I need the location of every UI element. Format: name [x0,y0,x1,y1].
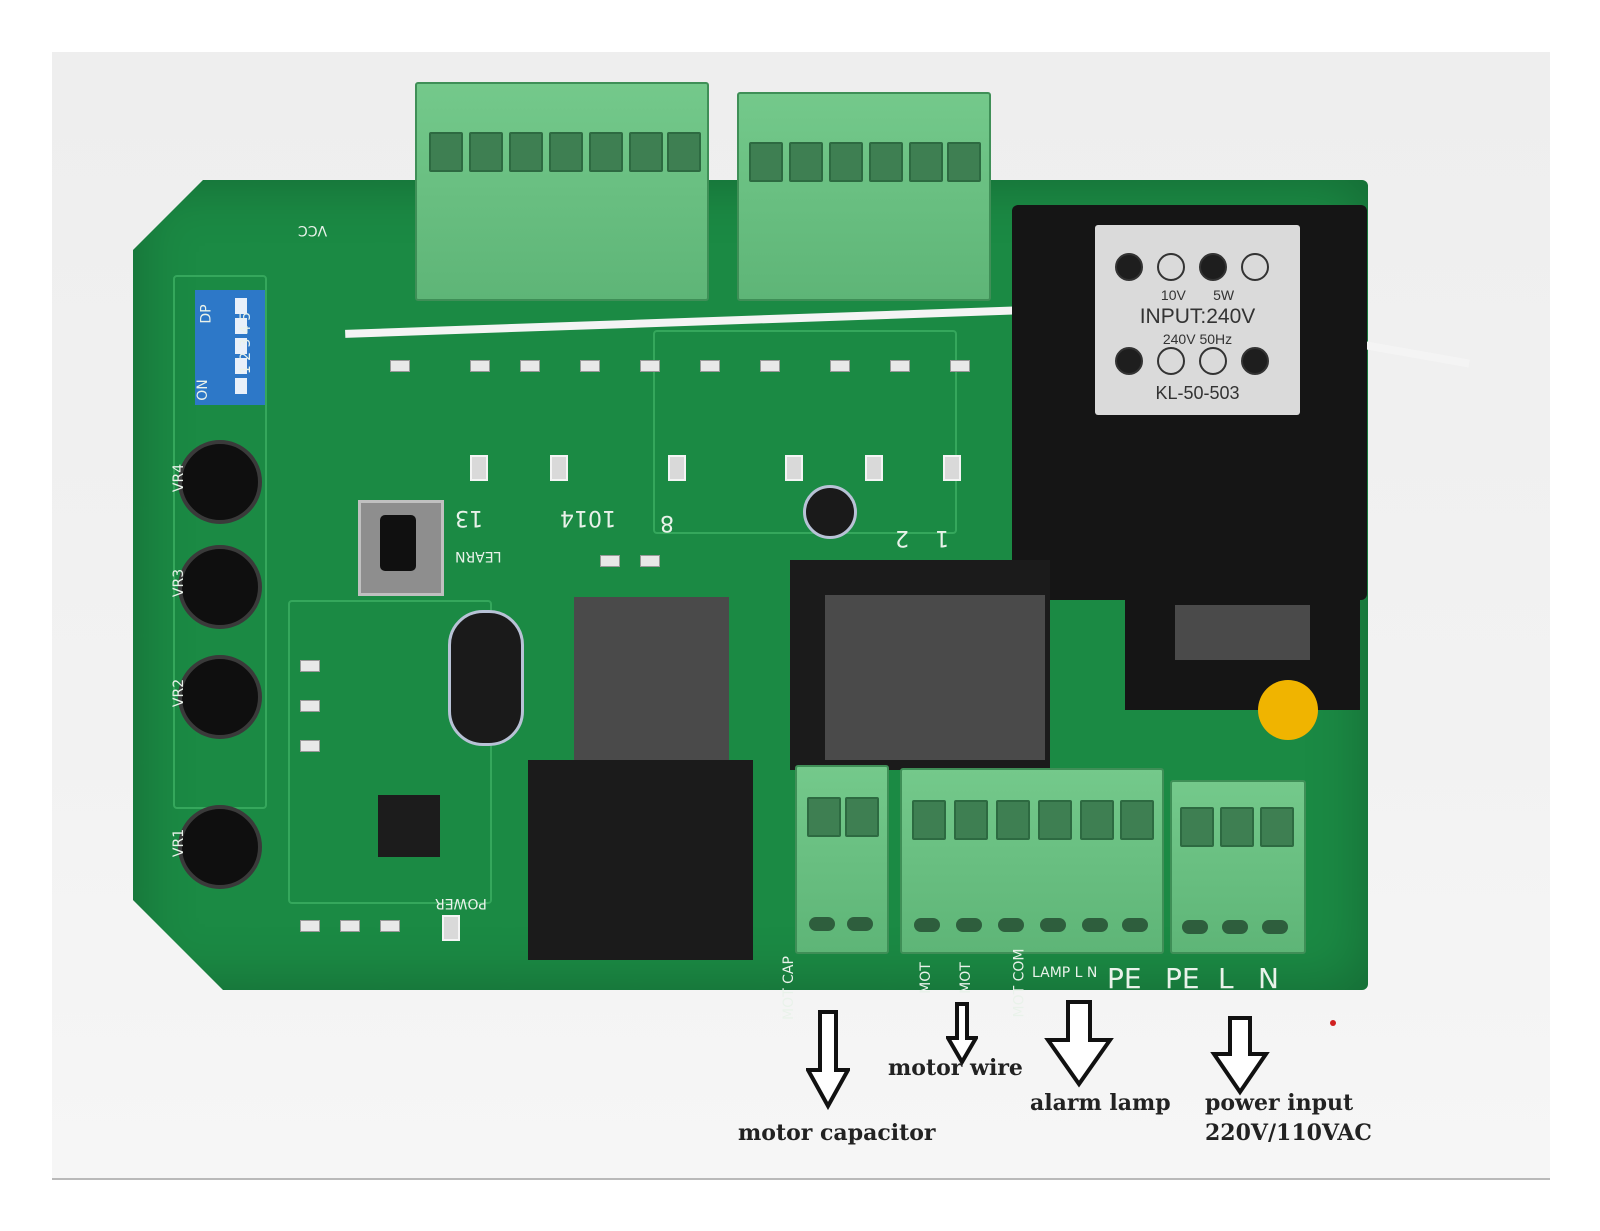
pe-marking-1: PE [1107,962,1142,995]
silk-vcc: VCC [298,222,328,238]
potentiometer-vr3 [178,545,262,629]
power-input-voltage: 220V/110VAC [1205,1120,1372,1146]
bottom-rule [52,1178,1550,1180]
n-marking: N [1258,962,1279,995]
potentiometer-vr4 [178,440,262,524]
mot1-marking: MOT [917,962,934,994]
pcb-trace [288,600,492,904]
dip-switch [195,290,265,405]
power-label: 5W [1213,287,1235,303]
pe-marking-2: PE [1165,962,1200,995]
alarm-lamp-annotation: alarm lamp [1030,1090,1171,1116]
fuse-holder [1175,605,1310,660]
mot2-marking: MOT [957,962,974,994]
motor-lamp-terminal [900,768,1164,954]
motor-capacitor-annotation: motor capacitor [738,1120,936,1146]
alarm-lamp-arrow [1044,1000,1114,1088]
power-input-terminal [1170,780,1306,954]
top-terminal-block-left [415,82,709,301]
motor-wire-arrow [946,1002,978,1066]
silk-power: POWER [435,895,487,911]
learn-button-cap [380,515,416,571]
motor-capacitor-arrow [806,1010,850,1110]
dip-numbers: 1 2 3 4 5 [238,311,255,375]
power-input-annotation: power input [1205,1090,1354,1116]
potentiometer-vr2 [178,655,262,739]
potentiometer-vr1 [178,805,262,889]
relay-3-cover [825,595,1045,760]
l-marking: L [1218,962,1234,995]
electrolytic-capacitor [448,610,524,746]
silk-8: 8 [660,510,674,535]
tap-label: 10V [1160,287,1186,303]
silk-learn: LEARN [455,548,502,564]
mot-cap-marking: MOT CAP [780,956,797,1020]
power-input-arrow [1210,1016,1270,1096]
vr3-label: VR3 [171,568,188,598]
red-dot [1330,1020,1336,1026]
frequency-label: 240V 50Hz [1162,331,1233,347]
vr2-label: VR2 [171,678,188,708]
top-terminal-block-right [737,92,991,301]
electrolytic-capacitor-small [803,485,857,539]
motor-capacitor-terminal [795,765,889,954]
dip-label: DP [198,304,215,324]
lamp-marking: LAMP L N [1032,965,1098,981]
transformer-label: 10V 5W INPUT:240V 240V 50Hz KL-50-503 [1095,225,1300,415]
relay-2 [528,760,753,960]
microcontroller-chip [378,795,440,857]
model-label: KL-50-503 [1155,383,1240,403]
input-label: INPUT:240V [1139,305,1256,328]
pcb-trace [653,330,957,534]
motor-wire-annotation: motor wire [888,1055,1023,1081]
vr1-label: VR1 [171,828,188,858]
silk-2: 2 [895,525,909,550]
vr4-label: VR4 [171,463,188,493]
silk-1014: 1014 [560,505,616,530]
dip-on-label: ON [194,379,211,401]
silk-1: 1 [935,525,949,550]
varistor [1258,680,1318,740]
silk-13: 13 [455,505,483,530]
mot-com-marking: MOT COM [1011,948,1028,1018]
